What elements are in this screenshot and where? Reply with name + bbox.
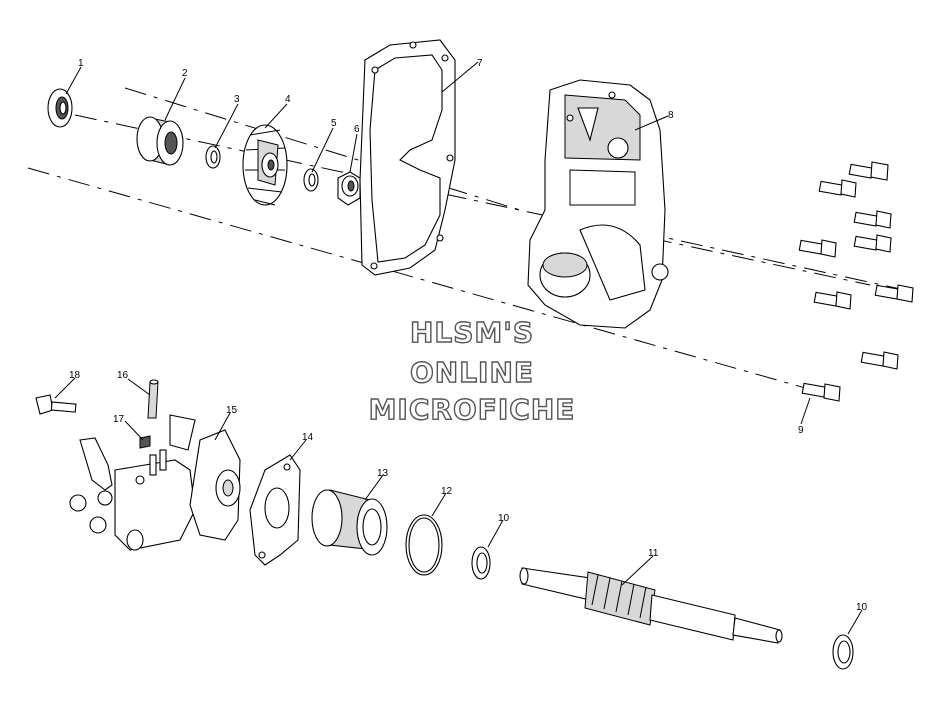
part-10-washer-b[interactable] bbox=[832, 634, 854, 670]
part-12-o-ring[interactable] bbox=[405, 514, 443, 576]
part-16-pin[interactable] bbox=[147, 379, 159, 419]
watermark: HLSM'S ONLINE MICROFICHE bbox=[368, 315, 576, 426]
callout-1: 1 bbox=[78, 58, 84, 69]
callout-18: 18 bbox=[69, 370, 81, 381]
part-1-seal[interactable] bbox=[47, 88, 73, 128]
part-9-bolts[interactable] bbox=[798, 161, 914, 402]
callout-8: 8 bbox=[668, 110, 674, 121]
leader-lines bbox=[54, 61, 863, 635]
assembly-axis-lines bbox=[27, 87, 906, 396]
watermark-line-2: ONLINE bbox=[410, 356, 534, 389]
callout-15: 15 bbox=[226, 405, 238, 416]
bolt[interactable] bbox=[853, 210, 892, 229]
bolt[interactable] bbox=[874, 284, 914, 303]
callout-7: 7 bbox=[477, 58, 483, 69]
watermark-line-3: MICROFICHE bbox=[369, 393, 576, 426]
callout-4: 4 bbox=[285, 94, 291, 105]
bolt[interactable] bbox=[798, 239, 837, 258]
part-13-sleeve[interactable] bbox=[311, 489, 388, 556]
callout-5: 5 bbox=[331, 118, 337, 129]
callout-labels: 1 2 3 4 5 6 7 8 9 10 10 11 12 13 14 15 1… bbox=[69, 58, 868, 613]
part-3-washer[interactable] bbox=[205, 145, 221, 169]
callout-11: 11 bbox=[648, 548, 659, 559]
part-2-bearing[interactable] bbox=[136, 116, 184, 166]
part-15-oil-pump[interactable] bbox=[69, 414, 241, 551]
watermark-line-1: HLSM'S bbox=[410, 316, 534, 349]
part-10-washer-a[interactable] bbox=[471, 546, 491, 580]
callout-12: 12 bbox=[441, 486, 453, 497]
bolt[interactable] bbox=[801, 382, 841, 402]
callout-6: 6 bbox=[354, 124, 360, 135]
callout-14: 14 bbox=[302, 432, 314, 443]
part-6-nut[interactable] bbox=[337, 171, 361, 206]
bolt[interactable] bbox=[860, 351, 899, 370]
callout-16: 16 bbox=[117, 370, 129, 381]
bolt[interactable] bbox=[813, 291, 852, 310]
bolt[interactable] bbox=[848, 161, 889, 181]
part-14-gasket[interactable] bbox=[249, 454, 301, 566]
part-11-shaft[interactable] bbox=[519, 567, 783, 644]
bolt[interactable] bbox=[818, 179, 857, 198]
part-8-pump-cover[interactable] bbox=[527, 79, 669, 329]
callout-10b: 10 bbox=[856, 602, 868, 613]
part-4-impeller[interactable] bbox=[242, 124, 288, 206]
bolt[interactable] bbox=[853, 234, 892, 253]
callout-13: 13 bbox=[377, 468, 389, 479]
part-18-bolt[interactable] bbox=[35, 394, 77, 415]
part-7-gasket[interactable] bbox=[359, 39, 456, 276]
callout-3: 3 bbox=[234, 94, 240, 105]
callout-2: 2 bbox=[182, 68, 188, 79]
part-5-washer[interactable] bbox=[303, 168, 319, 192]
callout-9: 9 bbox=[798, 425, 804, 436]
callout-10a: 10 bbox=[498, 513, 510, 524]
callout-17: 17 bbox=[113, 414, 125, 425]
